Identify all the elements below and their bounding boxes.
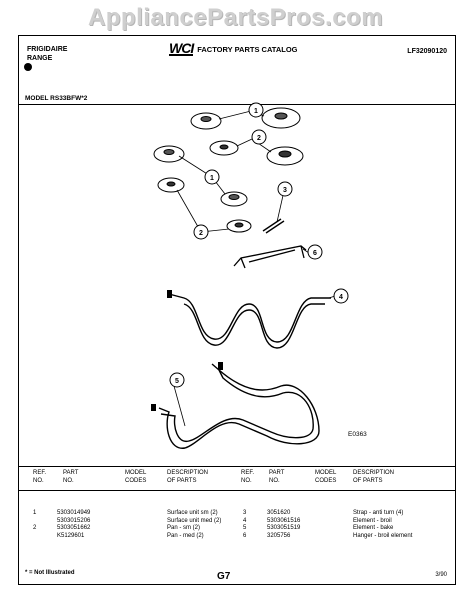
parts-catalog-page: FRIGIDAIRE RANGE WCI FACTORY PARTS CATAL… — [18, 35, 456, 585]
row-ref: 5 — [243, 525, 247, 531]
row-desc: Pan - sm (2) — [167, 525, 201, 531]
row-ref: 3 — [243, 510, 247, 516]
callout-3: 3 — [277, 181, 293, 197]
row-part: 5303061516 — [267, 517, 301, 524]
callout-2: 2 — [193, 224, 209, 240]
callout-label: 1 — [254, 108, 258, 115]
callout-label: 2 — [199, 230, 203, 237]
revision-date: 3/90 — [435, 572, 447, 578]
row-desc: Surface unit med (2) — [167, 517, 222, 524]
row-ref: 1 — [33, 510, 37, 516]
col-model: MODEL CODES — [315, 470, 337, 484]
model-label: MODEL RS33BFW*2 — [25, 95, 88, 102]
row-desc: Element - broil — [353, 517, 392, 524]
product-type: RANGE — [27, 55, 53, 62]
broil-element — [168, 293, 331, 343]
row-desc: Strap - anti turn (4) — [353, 510, 404, 516]
callout-4: 4 — [333, 288, 349, 304]
row-ref: 2 — [33, 525, 37, 531]
col-ref: REF. NO. — [33, 470, 47, 484]
left-rows: 1 5303014949 Surface unit sm (2) 5303015… — [19, 510, 229, 540]
brand-block: FRIGIDAIRE RANGE — [27, 45, 67, 63]
brand-name: FRIGIDAIRE — [27, 46, 68, 53]
footnote: * = Not Illustrated — [25, 570, 75, 576]
col-part: PART NO. — [269, 470, 285, 484]
col-part: PART NO. — [63, 470, 79, 484]
bullet-icon — [24, 63, 32, 71]
row-part: 5303015206 — [57, 517, 91, 524]
diagram-code: E0363 — [348, 431, 367, 438]
row-desc: Surface unit sm (2) — [167, 510, 218, 516]
row-ref: 6 — [243, 532, 247, 539]
header-divider — [19, 104, 455, 105]
col-ref: REF. NO. — [241, 470, 255, 484]
table-row: 5303015206 Surface unit med (2) — [19, 518, 229, 526]
callout-label: 3 — [283, 187, 287, 194]
callout-label: 5 — [175, 378, 179, 385]
table-divider — [19, 466, 455, 467]
table-row: K5129601 Pan - med (2) — [19, 533, 229, 541]
callout-label: 1 — [210, 175, 214, 182]
watermark: AppliancePartsPros.com — [87, 4, 384, 31]
right-rows: 3 3051620 Strap - anti turn (4) 4 530306… — [19, 510, 455, 540]
table-row: 6 3205756 Hanger - broil element — [19, 533, 455, 541]
page-number: G7 — [217, 571, 231, 582]
row-desc: Pan - med (2) — [167, 532, 204, 539]
table-row: 2 5303051662 Pan - sm (2) — [19, 525, 229, 533]
callout-5: 5 — [169, 372, 185, 388]
col-model: MODEL CODES — [125, 470, 147, 484]
col-desc: DESCRIPTION OF PARTS — [353, 470, 395, 484]
row-part: K5129601 — [57, 532, 85, 539]
table-row: 3 3051620 Strap - anti turn (4) — [19, 510, 455, 518]
anti-turn-strap — [262, 218, 285, 234]
row-part: 5303014949 — [57, 510, 91, 516]
callout-1: 1 — [248, 102, 264, 118]
row-ref: 4 — [243, 517, 247, 524]
bake-element — [158, 363, 320, 449]
row-part: 5303051519 — [267, 525, 301, 531]
callout-6: 6 — [307, 244, 323, 260]
wci-logo: WCI — [169, 40, 194, 56]
callouts: 1 2 1 2 3 6 4 5 — [169, 102, 349, 388]
col-desc: DESCRIPTION OF PARTS — [167, 470, 209, 484]
row-part: 5303051662 — [57, 525, 91, 531]
row-desc: Element - bake — [353, 525, 394, 531]
catalog-number: LF32090120 — [407, 48, 447, 55]
row-part: 3205756 — [267, 532, 291, 539]
exploded-parts-diagram: 1 2 1 2 3 6 4 5 — [151, 102, 349, 449]
table-row: 4 5303061516 Element - broil — [19, 518, 455, 526]
catalog-title: FACTORY PARTS CATALOG — [197, 44, 298, 54]
table-row: 5 5303051519 Element - bake — [19, 525, 455, 533]
callout-label: 4 — [339, 294, 343, 301]
broil-element-hanger — [233, 245, 307, 269]
callout-label: 6 — [313, 250, 317, 257]
callout-2: 2 — [251, 129, 267, 145]
row-part: 3051620 — [267, 510, 291, 516]
row-desc: Hanger - broil element — [353, 532, 413, 539]
callout-1: 1 — [204, 169, 220, 185]
table-row: 1 5303014949 Surface unit sm (2) — [19, 510, 229, 518]
callout-label: 2 — [257, 135, 261, 142]
catalog-header: WCI FACTORY PARTS CATALOG — [169, 40, 298, 56]
table-header-rule — [19, 490, 455, 491]
